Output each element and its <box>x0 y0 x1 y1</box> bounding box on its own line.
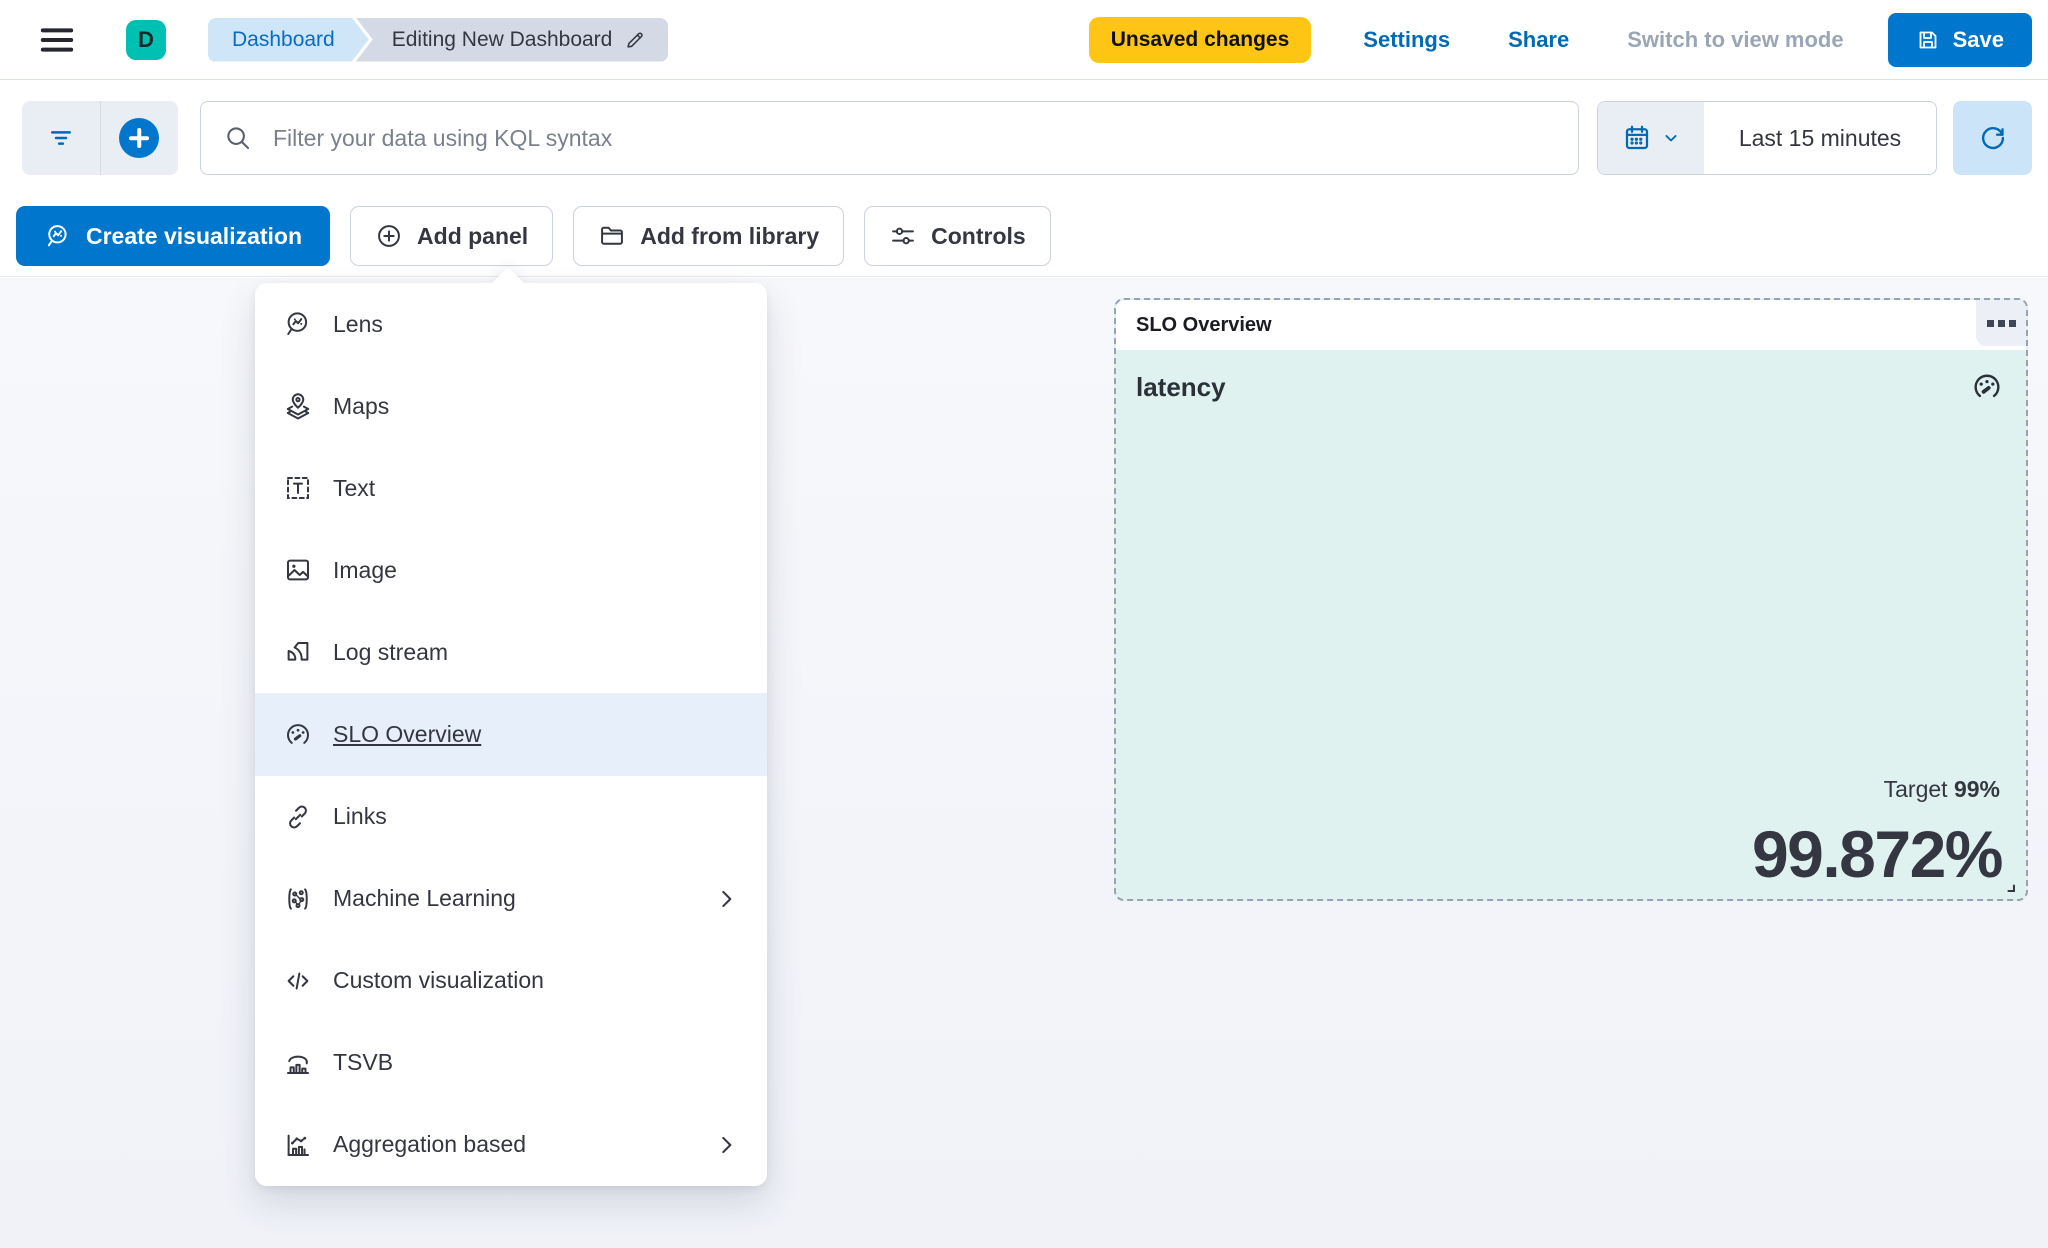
add-filter-button[interactable] <box>99 101 179 175</box>
search-icon <box>223 123 253 153</box>
header-actions: Unsaved changes Settings Share Switch to… <box>1088 12 2032 67</box>
calendar-icon <box>1622 123 1652 153</box>
query-bar: Last 15 minutes <box>0 80 2048 196</box>
slo-name: latency <box>1136 372 1226 402</box>
maps-icon <box>283 391 313 421</box>
time-range-value[interactable]: Last 15 minutes <box>1704 102 1936 174</box>
lens-icon <box>44 222 72 250</box>
aggregation-icon <box>283 1130 313 1160</box>
chevron-down-icon <box>1661 128 1681 148</box>
menu-item-text[interactable]: Text <box>255 447 767 530</box>
settings-button[interactable]: Settings <box>1357 26 1456 54</box>
menu-item-label: SLO Overview <box>333 721 482 748</box>
dashboard-canvas: Lens Maps Text <box>0 278 2048 1248</box>
gauge-icon <box>1970 370 2004 404</box>
add-panel-label: Add panel <box>417 222 529 249</box>
share-button[interactable]: Share <box>1502 26 1575 54</box>
gauge-icon <box>283 720 313 750</box>
menu-item-tsvb[interactable]: TSVB <box>255 1021 767 1104</box>
controls-button[interactable]: Controls <box>864 206 1051 266</box>
chevron-right-icon <box>713 1132 739 1158</box>
save-button-label: Save <box>1952 26 2004 52</box>
plus-icon <box>119 118 160 158</box>
menu-item-log-stream[interactable]: Log stream <box>255 611 767 694</box>
refresh-icon <box>1978 123 2008 153</box>
menu-item-custom-visualization[interactable]: Custom visualization <box>255 939 767 1022</box>
menu-item-label: Links <box>333 803 387 830</box>
menu-item-label: Image <box>333 556 397 583</box>
slo-target: Target 99% <box>1884 776 2000 803</box>
lens-icon <box>283 309 313 339</box>
folder-icon <box>598 222 626 250</box>
add-from-library-label: Add from library <box>640 222 820 249</box>
menu-item-slo-overview[interactable]: SLO Overview <box>255 693 767 776</box>
unsaved-changes-badge: Unsaved changes <box>1088 16 1312 63</box>
panel-options-button[interactable] <box>1976 300 2026 346</box>
tsvb-icon <box>283 1048 313 1078</box>
dashboard-toolbar: Create visualization Add panel Add from … <box>0 196 2048 277</box>
menu-item-label: Text <box>333 474 376 501</box>
panel-title: SLO Overview <box>1136 313 1272 336</box>
target-value: 99% <box>1953 776 2000 802</box>
add-panel-button[interactable]: Add panel <box>350 206 554 266</box>
breadcrumb-current[interactable]: Editing New Dashboard <box>355 17 669 62</box>
menu-item-maps[interactable]: Maps <box>255 365 767 448</box>
target-label: Target <box>1883 776 1948 802</box>
plus-in-circle-icon <box>375 222 403 250</box>
menu-item-label: TSVB <box>333 1049 394 1076</box>
menu-item-image[interactable]: Image <box>255 529 767 612</box>
kql-input[interactable] <box>271 123 1556 153</box>
menu-item-label: Log stream <box>333 638 449 665</box>
links-icon <box>283 802 313 832</box>
date-picker: Last 15 minutes <box>1597 101 1937 175</box>
menu-item-label: Lens <box>333 310 383 337</box>
chevron-right-icon <box>713 886 739 912</box>
space-avatar[interactable]: D <box>126 19 166 60</box>
menu-item-label: Maps <box>333 392 390 419</box>
slo-panel-body: latency Target 99% 99.872% <box>1116 350 2026 899</box>
refresh-button[interactable] <box>1953 101 2032 175</box>
create-visualization-label: Create visualization <box>86 222 303 249</box>
calendar-dropdown-button[interactable] <box>1598 102 1704 174</box>
save-icon <box>1916 28 1940 52</box>
menu-item-links[interactable]: Links <box>255 775 767 858</box>
menu-item-lens[interactable]: Lens <box>255 283 767 366</box>
menu-icon[interactable] <box>30 13 84 67</box>
top-header-bar: D Dashboard Editing New Dashboard Unsave… <box>0 0 2048 80</box>
text-icon <box>283 473 313 503</box>
menu-item-label: Machine Learning <box>333 885 516 912</box>
add-panel-popover: Lens Maps Text <box>255 283 767 1186</box>
add-from-library-button[interactable]: Add from library <box>573 206 845 266</box>
resize-handle-icon[interactable] <box>1997 874 2019 896</box>
create-visualization-button[interactable]: Create visualization <box>16 206 331 266</box>
boxes-horizontal-icon <box>1986 319 1994 327</box>
menu-item-label: Custom visualization <box>333 967 544 994</box>
menu-item-label: Aggregation based <box>333 1131 527 1158</box>
switch-to-view-mode-button[interactable]: Switch to view mode <box>1621 26 1849 54</box>
image-icon <box>283 555 313 585</box>
filter-button-group <box>22 101 178 175</box>
add-panel-menu: Lens Maps Text <box>255 283 767 1186</box>
breadcrumb-dashboard[interactable]: Dashboard <box>208 18 369 62</box>
controls-label: Controls <box>931 222 1026 249</box>
slo-overview-panel[interactable]: SLO Overview latency Target 99% 99.872% <box>1114 298 2028 901</box>
machine-learning-icon <box>283 884 313 914</box>
pencil-icon <box>624 29 646 51</box>
sliders-icon <box>889 222 917 250</box>
sli-value: 99.872% <box>1751 817 2004 891</box>
menu-item-aggregation-based[interactable]: Aggregation based <box>255 1103 767 1186</box>
breadcrumb-current-label: Editing New Dashboard <box>391 27 613 51</box>
log-stream-icon <box>283 637 313 667</box>
code-icon <box>283 966 313 996</box>
breadcrumb: Dashboard Editing New Dashboard <box>208 17 669 62</box>
kql-search-box <box>200 101 1579 175</box>
filter-icon[interactable] <box>22 101 100 175</box>
panel-header: SLO Overview <box>1116 300 2026 350</box>
menu-item-machine-learning[interactable]: Machine Learning <box>255 857 767 940</box>
save-button[interactable]: Save <box>1887 12 2032 67</box>
